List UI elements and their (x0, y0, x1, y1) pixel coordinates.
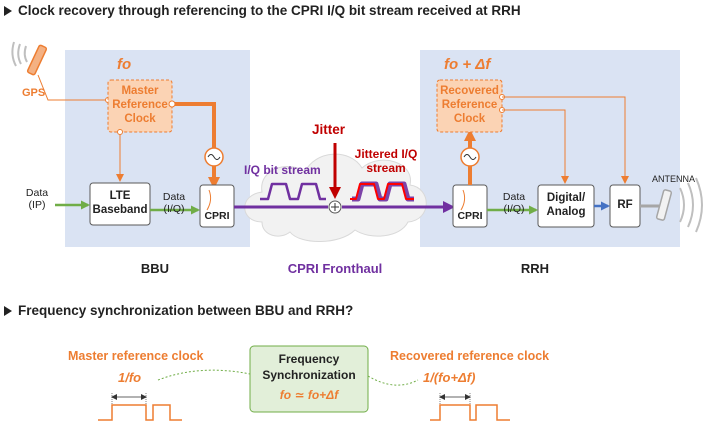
bbu-cpri-inner-curve (206, 189, 212, 211)
section2-bullet-icon (4, 306, 12, 316)
jittered-line2: stream (366, 160, 406, 175)
sync-title: Frequency Synchronization (250, 352, 368, 383)
jitter-label: Jitter (312, 122, 346, 137)
sync-line1: Frequency (278, 352, 340, 366)
rf-label: RF (617, 199, 633, 212)
recovered-clock-label: Recovered Reference Clock (437, 80, 502, 132)
lte-baseband-label: LTE Baseband (90, 183, 150, 225)
antenna-label: ANTENNA (652, 174, 696, 184)
sync-to-recovered-curve (367, 375, 419, 386)
lte-line1: LTE (109, 190, 131, 203)
lte-baseband-box (89, 182, 151, 226)
bbu-freq-symbol: fo (117, 56, 132, 73)
data-ip-label: Data (IP) (22, 187, 52, 211)
recovered-to-rf-link (502, 96, 629, 184)
rrh-freq-symbol: fo + Δf (444, 56, 491, 73)
dac-label: Digital/ Analog (538, 185, 594, 227)
master-clock-waveform (98, 404, 182, 421)
dac-line1: Digital/ (546, 192, 586, 205)
rrh-cpri-label: CPRI (457, 209, 483, 222)
bbu-oscillator-wave (207, 154, 221, 160)
recovered-clock-box (436, 79, 503, 133)
rrh-data-iq-label: Data (I/Q) (497, 191, 531, 215)
master-period-label: 1/fo (118, 370, 142, 385)
summing-node-plus (331, 203, 339, 211)
sync-box (249, 345, 369, 413)
bbu-data-iq-label: Data (I/Q) (157, 191, 191, 215)
cpri-fronthaul-label: CPRI Fronthaul (287, 261, 383, 276)
master-clock-line1: Master (121, 85, 159, 98)
recovered-to-dac-link (502, 109, 569, 184)
master-period-ticks (111, 393, 147, 404)
master-ref-clock-label: Master reference clock (68, 349, 204, 363)
antenna-icon (655, 177, 703, 233)
section1-bullet-icon (4, 6, 12, 16)
sync-equation: fo ≃ fo+Δf (279, 388, 339, 402)
rrh-cpri-inner-curve (460, 189, 466, 211)
data-ip-line1: Data (25, 187, 49, 199)
recovered-line1: Recovered (440, 85, 499, 98)
lte-line2: Baseband (92, 204, 148, 216)
gps-label: GPS (22, 87, 46, 99)
master-thick-dot (168, 100, 176, 108)
master-clock-line3: Clock (124, 112, 156, 125)
jittered-line1: Jittered I/Q (354, 147, 418, 161)
bbu-data-iq-line1: Data (162, 191, 186, 203)
bbu-cpri-label: CPRI (204, 209, 230, 222)
recovered-clock-waveform (430, 404, 510, 421)
recovered-line2: Reference (441, 99, 498, 112)
gps-satellite-icon (11, 41, 48, 76)
recovered-period-ticks (439, 393, 471, 404)
recovered-ref-clock-label: Recovered reference clock (390, 349, 550, 363)
data-ip-line2: (IP) (28, 199, 46, 212)
sync-line2: Synchronization (262, 367, 356, 382)
jittered-pulse-red (350, 183, 414, 200)
section1-title: Clock recovery through referencing to th… (18, 3, 521, 18)
dac-line2: Analog (546, 206, 586, 218)
rrh-data-iq-line1: Data (502, 191, 526, 203)
section2-title: Frequency synchronization between BBU an… (18, 303, 354, 318)
bbu-data-iq-line2: (I/Q) (163, 203, 185, 216)
rrh-label: RRH (520, 261, 550, 276)
bbu-label: BBU (140, 261, 170, 276)
rrh-data-iq-line2: (I/Q) (503, 203, 525, 216)
recovered-line3: Clock (453, 112, 486, 125)
gps-link (37, 74, 108, 101)
jittered-stream-label: Jittered I/Q stream (350, 147, 422, 176)
master-to-lte-dot (117, 129, 123, 135)
master-clock-label: Master Reference Clock (108, 80, 172, 132)
master-to-oscillator-link (172, 102, 216, 148)
master-to-sync-curve (157, 369, 251, 381)
iq-pulse-waveform (260, 182, 326, 201)
iq-stream-label: I/Q bit stream (244, 163, 321, 177)
rrh-oscillator-wave (463, 154, 477, 160)
master-clock-line2: Reference (112, 99, 168, 112)
recovered-period-label: 1/(fo+Δf) (423, 370, 476, 385)
